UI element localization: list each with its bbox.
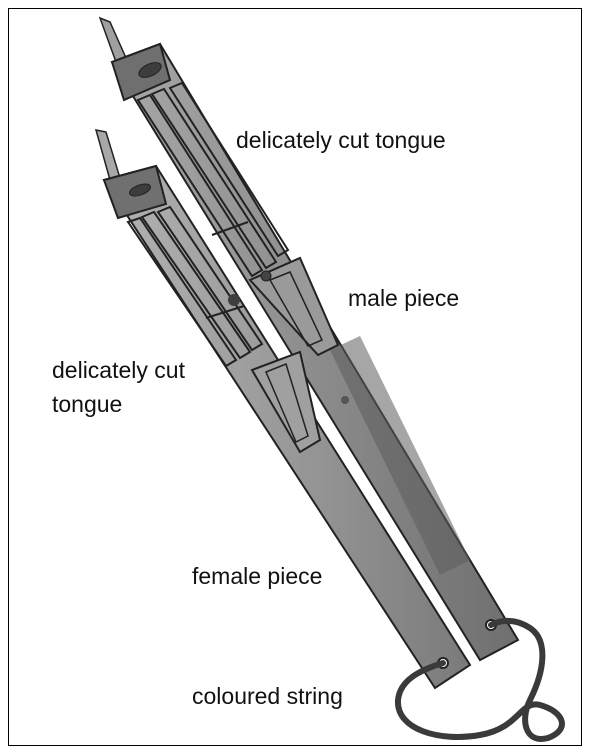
female-piece-drawing — [96, 130, 470, 688]
label-male-tongue: delicately cut tongue — [236, 126, 446, 154]
label-female-piece: female piece — [192, 562, 322, 590]
label-female-tongue-line1: delicately cut — [52, 356, 185, 384]
label-male-piece: male piece — [348, 284, 459, 312]
label-coloured-string: coloured string — [192, 682, 343, 710]
label-female-tongue-line2: tongue — [52, 390, 122, 418]
